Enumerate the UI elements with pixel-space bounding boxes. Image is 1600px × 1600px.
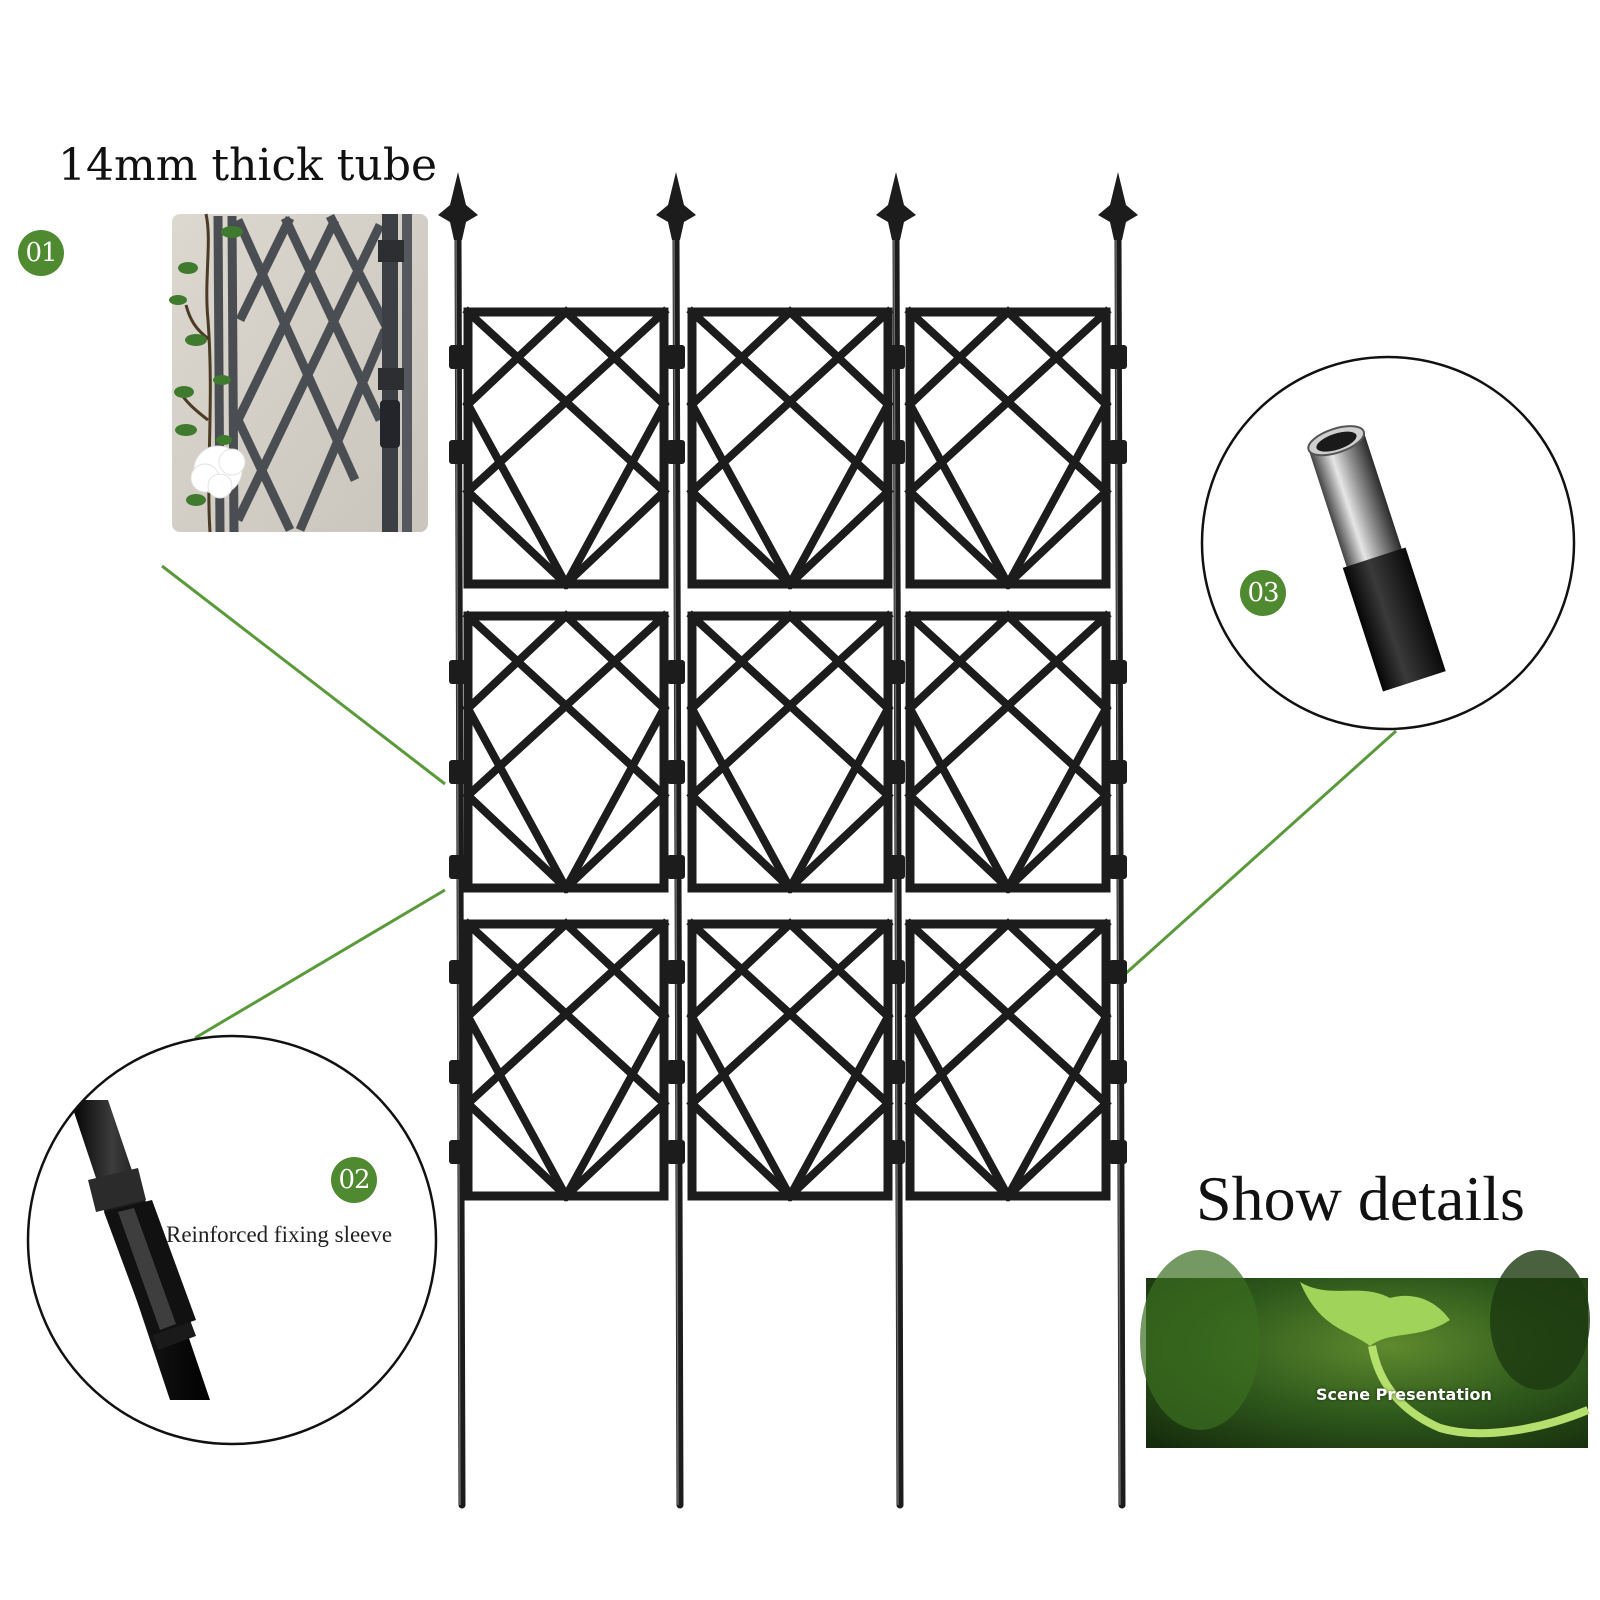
scene-presentation-label: Scene Presentation (1316, 1385, 1492, 1404)
callout-badge-03: 03 (1240, 570, 1286, 616)
trellis-stake (1098, 172, 1138, 1509)
callout-badge-01: 01 (18, 230, 64, 276)
trellis-panel (462, 610, 670, 894)
finial-icon (1098, 172, 1138, 240)
trellis-closeup-photo (169, 213, 428, 533)
trellis-panel (462, 306, 670, 590)
sleeve-closeup-circle (26, 1034, 438, 1446)
trellis-panel (462, 918, 670, 1202)
trellis-panel (686, 918, 894, 1202)
finial-icon (656, 172, 696, 240)
finial-icon (438, 172, 478, 240)
tube-thickness-title: 14mm thick tube (58, 140, 438, 191)
callout-connector-lines (161, 564, 1398, 1040)
scene-presentation-photo (1140, 1250, 1590, 1448)
trellis-panel (904, 610, 1112, 894)
trellis-panels (462, 306, 1112, 1202)
trellis-panel (686, 306, 894, 590)
trellis-stakes (438, 172, 1138, 1509)
callout-badge-02: 02 (331, 1157, 377, 1203)
trellis-stake (438, 172, 478, 1509)
tube-closeup-circle (1200, 355, 1576, 731)
sleeve-label: Reinforced fixing sleeve (166, 1222, 393, 1247)
trellis-panel (904, 918, 1112, 1202)
trellis-panel (904, 306, 1112, 590)
trellis-panel (686, 610, 894, 894)
show-details-title: Show details (1196, 1163, 1525, 1234)
finial-icon (876, 172, 916, 240)
trellis-stake (656, 172, 696, 1509)
